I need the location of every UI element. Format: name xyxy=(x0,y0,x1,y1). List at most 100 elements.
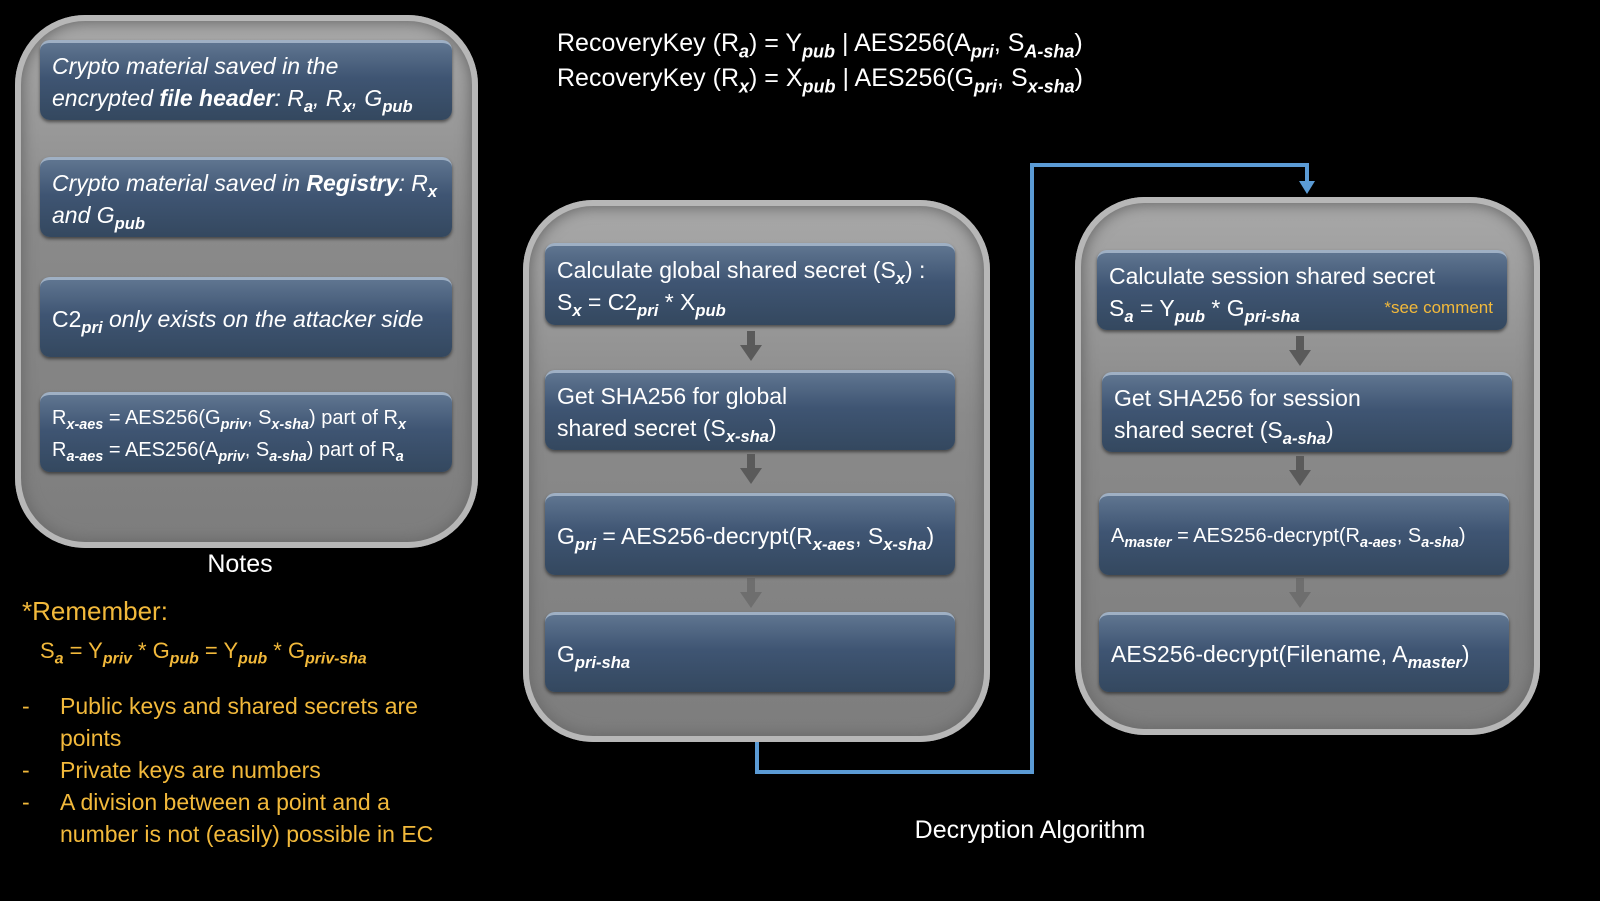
text: = AES256(A xyxy=(103,438,219,461)
note-registry: Crypto material saved in Registry: Rx an… xyxy=(40,157,452,237)
text-line: Sa = Ypriv * Gpub = Ypub * Gpriv-sha xyxy=(40,638,367,667)
subscript: pri-sha xyxy=(1244,306,1300,326)
text-line: Calculate global shared secret (Sx) : xyxy=(557,254,943,288)
text-line: Rx-aes = AES256(Gpriv, Sx-sha) part of R… xyxy=(52,402,440,434)
text: S xyxy=(557,288,573,315)
step-global-shared-secret: Calculate global shared secret (Sx) :Sx … xyxy=(545,243,955,325)
text-line: Sa = Ypub * Gpri-sha xyxy=(1109,292,1495,326)
text: = AES256-decrypt(R xyxy=(1171,524,1360,547)
text: , S xyxy=(1396,524,1422,547)
text-line: Sx = C2pri * Xpub xyxy=(557,286,943,320)
subscript: pub xyxy=(114,213,145,233)
text-line: Crypto material saved in Registry: Rx an… xyxy=(52,167,440,233)
text: R xyxy=(52,438,67,461)
down-arrow-icon xyxy=(740,454,762,484)
subscript: pub xyxy=(695,300,726,320)
text: ) = Y xyxy=(749,29,803,57)
subscript: a-sha xyxy=(1282,428,1326,448)
text: C2 xyxy=(52,305,82,332)
text: Crypto material saved in the encrypted xyxy=(52,52,339,111)
text: ) xyxy=(768,414,777,441)
step-amaster-decrypt: Amaster = AES256-decrypt(Ra-aes, Sa-sha) xyxy=(1099,493,1509,575)
text-line: AES256-decrypt(Filename, Amaster) xyxy=(1111,638,1497,671)
subscript: x xyxy=(427,181,438,201)
text: G xyxy=(557,522,575,549)
subscript: a-sha xyxy=(269,448,307,465)
text: Get SHA256 for session xyxy=(1114,384,1361,411)
down-arrow-icon xyxy=(740,578,762,608)
subscript: pri xyxy=(974,76,998,97)
text: ) xyxy=(1461,640,1470,667)
text: ) xyxy=(1074,29,1083,57)
text: = Y xyxy=(1133,294,1175,321)
step-gpri-decrypt: Gpri = AES256-decrypt(Rx-aes, Sx-sha) xyxy=(545,493,955,575)
text: RecoveryKey (R xyxy=(557,64,739,92)
text: , R xyxy=(313,84,343,111)
text: S xyxy=(40,638,55,663)
subscript: priv xyxy=(102,650,132,668)
subscript: priv xyxy=(218,448,245,465)
subscript: pub xyxy=(1174,306,1206,326)
subscript: pub xyxy=(238,650,268,668)
emphasis: Registry xyxy=(306,169,399,196)
recovery-key-formula-x: RecoveryKey (Rx) = Xpub | AES256(Gpri, S… xyxy=(557,61,1083,95)
subscript: priv xyxy=(220,416,247,433)
emphasis: file header xyxy=(159,84,275,111)
subscript: A-sha xyxy=(1024,41,1075,62)
text: * X xyxy=(658,288,696,315)
text: : R xyxy=(274,84,304,111)
connector-line xyxy=(755,163,1309,774)
subscript: x-sha xyxy=(725,426,769,446)
text-line: Calculate session shared secret xyxy=(1109,260,1495,292)
down-arrow-icon xyxy=(1289,336,1311,366)
subscript: a xyxy=(54,650,64,668)
text: ) : xyxy=(905,256,926,283)
text-line: Get SHA256 for session xyxy=(1114,382,1500,414)
down-arrow-icon xyxy=(740,331,762,361)
text: shared secret (S xyxy=(1114,416,1283,443)
connector-arrowhead-icon xyxy=(1299,181,1315,194)
subscript: pri xyxy=(970,41,994,62)
subscript: x-aes xyxy=(66,416,104,433)
text: Calculate session shared secret xyxy=(1109,262,1435,289)
text: RecoveryKey (R xyxy=(557,29,739,57)
text: = Y xyxy=(63,638,103,663)
note-file-header: Crypto material saved in the encrypted f… xyxy=(40,40,452,120)
text-line: Amaster = AES256-decrypt(Ra-aes, Sa-sha) xyxy=(1111,520,1497,552)
text: = AES256(G xyxy=(103,406,221,429)
subscript: x xyxy=(895,268,905,288)
subscript: pri-sha xyxy=(574,652,631,672)
text: Get SHA256 for global xyxy=(557,382,788,409)
subscript: pub xyxy=(169,650,199,668)
subscript: x-sha xyxy=(271,416,310,433)
subscript: a xyxy=(739,41,750,62)
text: ) xyxy=(1074,64,1083,92)
subscript: a-aes xyxy=(66,448,104,465)
text: S xyxy=(1109,294,1125,321)
subscript: x-sha xyxy=(1027,76,1075,97)
text: ) part of R xyxy=(306,438,396,461)
recovery-key-formula-a: RecoveryKey (Ra) = Ypub | AES256(Apri, S… xyxy=(557,26,1083,60)
down-arrow-icon xyxy=(1289,578,1311,608)
text: Crypto material saved in xyxy=(52,169,307,196)
text-line: RecoveryKey (Rx) = Xpub | AES256(Gpri, S… xyxy=(557,61,1083,95)
subscript: x xyxy=(397,416,406,433)
subscript: x-sha xyxy=(883,534,927,554)
text: , S xyxy=(997,64,1028,92)
text: * G xyxy=(1205,294,1245,321)
text: , S xyxy=(855,522,884,549)
see-comment-note: *see comment xyxy=(1384,298,1493,317)
decryption-algorithm-label: Decryption Algorithm xyxy=(914,816,1146,844)
text: , G xyxy=(351,84,383,111)
text: Calculate global shared secret (S xyxy=(557,256,896,283)
step-gpri-sha: Gpri-sha xyxy=(545,612,955,692)
text-line: shared secret (Sa-sha) xyxy=(1114,414,1500,448)
text: only exists on the attacker side xyxy=(102,305,424,332)
subscript: pub xyxy=(802,76,836,97)
subscript: a xyxy=(1124,306,1134,326)
text-line: RecoveryKey (Ra) = Ypub | AES256(Apri, S… xyxy=(557,26,1083,60)
remember-bullets: -Public keys and shared secrets are poin… xyxy=(22,690,452,850)
subscript: a xyxy=(395,448,404,465)
